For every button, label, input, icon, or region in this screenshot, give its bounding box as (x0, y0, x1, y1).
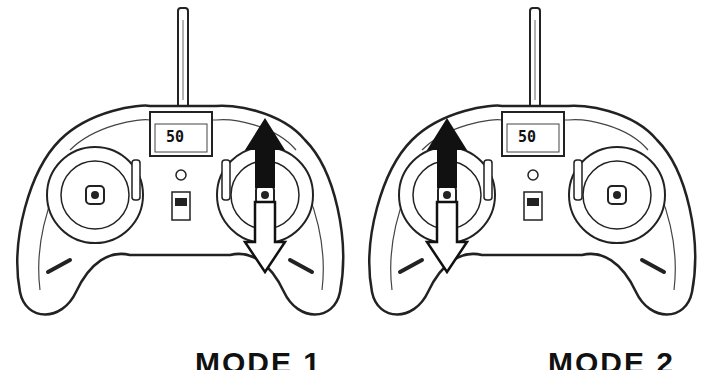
mode-label: MODE 2 (548, 346, 675, 370)
mode-label: MODE 1 (195, 346, 322, 370)
lcd-readout: 50 (166, 128, 184, 146)
svg-text:​: ​ (306, 106, 373, 222)
lcd-readout: 50 (518, 128, 536, 146)
